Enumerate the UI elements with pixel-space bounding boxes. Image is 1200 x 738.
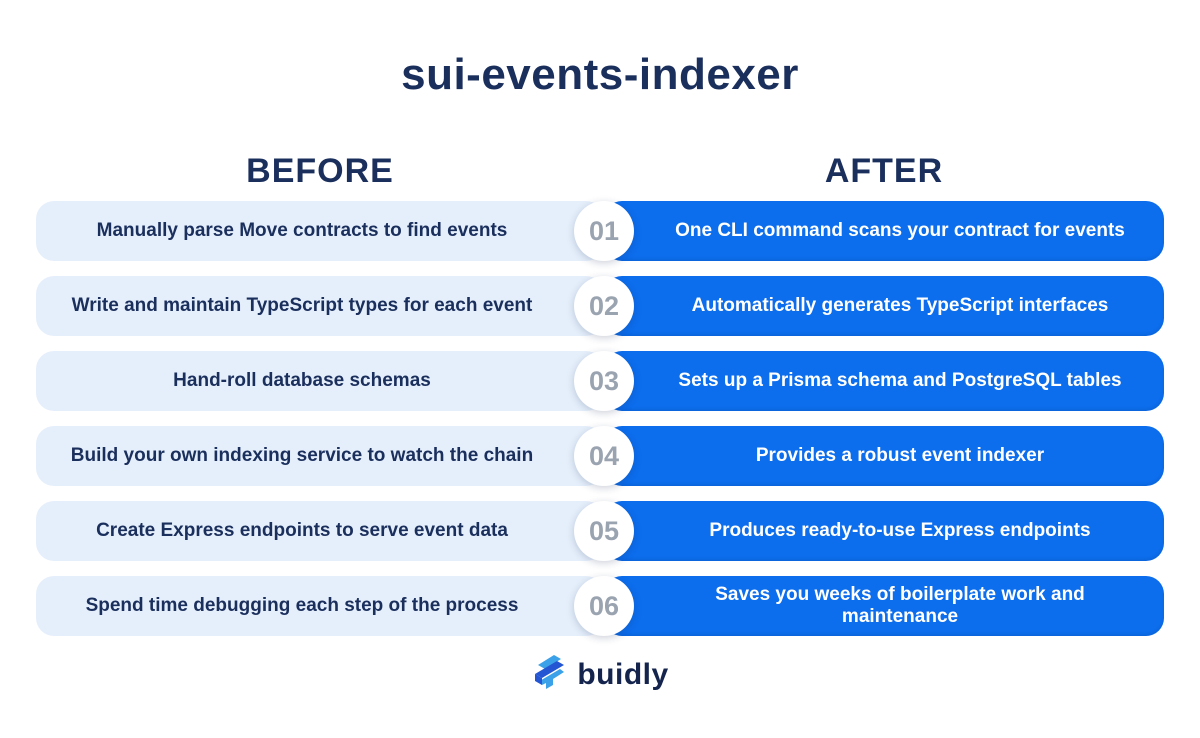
comparison-row: Hand-roll database schemas 03 Sets up a … (36, 351, 1164, 411)
before-pill: Hand-roll database schemas (36, 351, 604, 411)
comparison-row: Manually parse Move contracts to find ev… (36, 201, 1164, 261)
step-number-badge: 01 (574, 201, 634, 261)
after-pill: Produces ready-to-use Express endpoints (604, 501, 1164, 561)
after-pill: One CLI command scans your contract for … (604, 201, 1164, 261)
comparison-row: Spend time debugging each step of the pr… (36, 576, 1164, 636)
step-number-badge: 05 (574, 501, 634, 561)
before-column-header: BEFORE (246, 152, 394, 190)
step-number-badge: 06 (574, 576, 634, 636)
after-pill: Provides a robust event indexer (604, 426, 1164, 486)
page-title: sui-events-indexer (401, 50, 799, 99)
buidly-logo-icon (531, 652, 567, 697)
before-pill: Build your own indexing service to watch… (36, 426, 604, 486)
before-pill: Spend time debugging each step of the pr… (36, 576, 604, 636)
column-headers: BEFORE AFTER (36, 152, 1164, 191)
after-column-header: AFTER (824, 152, 944, 190)
footer: buidly (0, 652, 1200, 697)
after-pill: Sets up a Prisma schema and PostgreSQL t… (604, 351, 1164, 411)
comparison-rows: Manually parse Move contracts to find ev… (36, 201, 1164, 636)
comparison-row: Create Express endpoints to serve event … (36, 501, 1164, 561)
brand-name: buidly (577, 657, 669, 691)
after-pill: Saves you weeks of boilerplate work and … (604, 576, 1164, 636)
comparison-row: Build your own indexing service to watch… (36, 426, 1164, 486)
before-pill: Manually parse Move contracts to find ev… (36, 201, 604, 261)
step-number-badge: 03 (574, 351, 634, 411)
comparison-row: Write and maintain TypeScript types for … (36, 276, 1164, 336)
step-number-badge: 04 (574, 426, 634, 486)
step-number-badge: 02 (574, 276, 634, 336)
before-pill: Write and maintain TypeScript types for … (36, 276, 604, 336)
before-pill: Create Express endpoints to serve event … (36, 501, 604, 561)
after-pill: Automatically generates TypeScript inter… (604, 276, 1164, 336)
